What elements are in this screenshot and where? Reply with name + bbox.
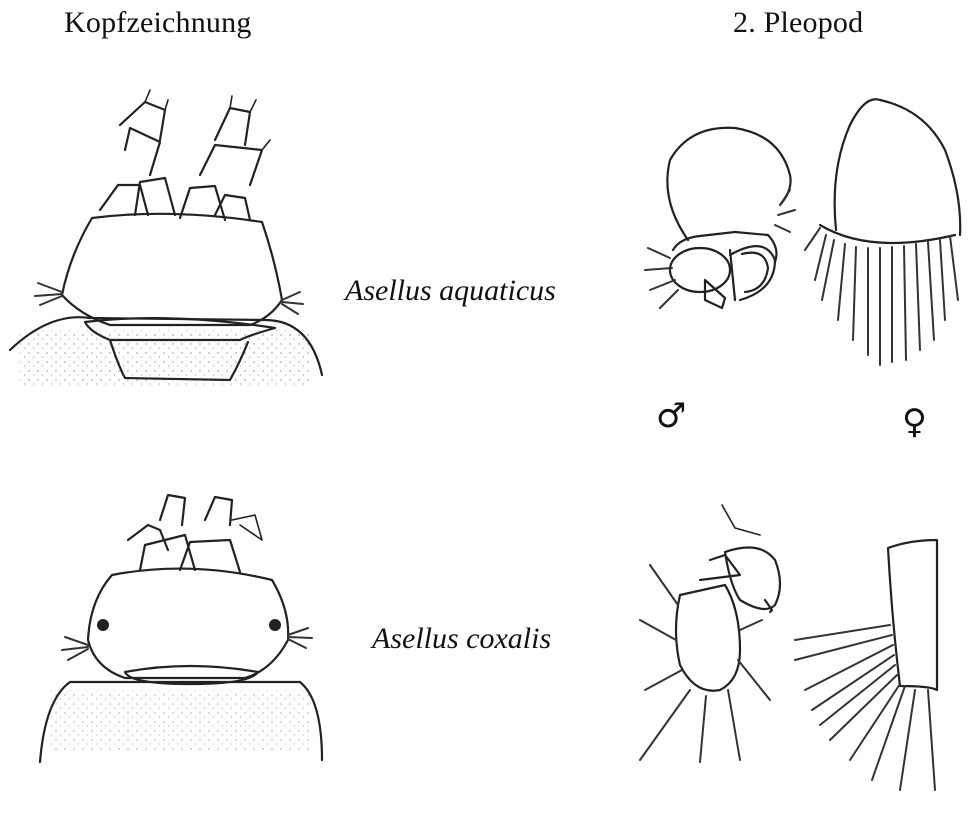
head-drawing-coxalis (40, 495, 322, 762)
pleopod-aquaticus-female (805, 99, 960, 365)
pleopod-coxalis-male (640, 505, 780, 762)
pleopod-coxalis-female (795, 540, 937, 790)
setae-aquaticus-female (805, 228, 958, 365)
pleopod-aquaticus-male (645, 128, 795, 308)
setae-coxalis-female (795, 625, 935, 790)
head-drawing-aquaticus (10, 90, 322, 385)
